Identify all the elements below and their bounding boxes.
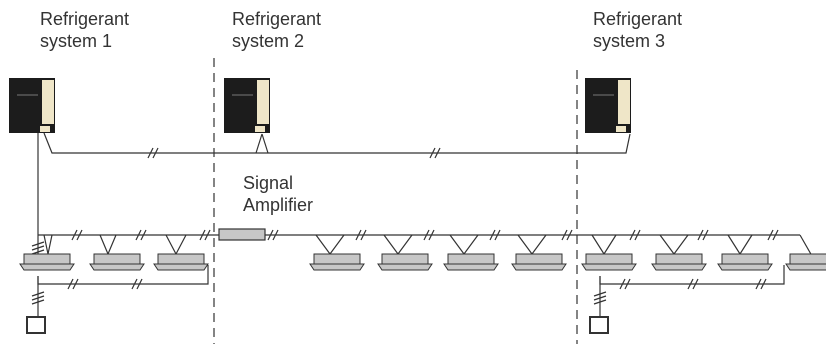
indoor-unit [785,253,826,271]
drop-wire [383,234,413,256]
drop-wire [449,234,479,256]
outdoor-unit-2-link [255,133,263,154]
indoor-unit [443,253,499,271]
drop-wire [99,234,117,256]
system-1-label: Refrigerant system 1 [40,8,129,52]
outdoor-unit-3 [585,78,631,133]
outdoor-communication-line [43,132,631,154]
outdoor-unit-2 [224,78,270,133]
indoor-unit [581,253,637,271]
outdoor-unit-2-link-return [261,133,269,154]
system-3-label-line2: system 3 [593,31,666,51]
indoor-bus-lower-system-3 [599,265,785,285]
system-2-label-line1: Refrigerant [232,9,322,29]
drop-wire [591,234,617,256]
signal-amplifier-label: Signal Amplifier [243,172,313,216]
drop-wire [517,234,547,256]
indoor-unit [309,253,365,271]
system-3-label-line1: Refrigerant [593,9,683,29]
remote-controller-1 [26,316,46,334]
signal-amplifier-label-line2: Amplifier [243,195,314,215]
outdoor-unit-1 [9,78,55,133]
indoor-unit [511,253,567,271]
drop-wire [315,234,345,256]
indoor-unit [717,253,773,271]
break-marks [31,147,779,305]
drop-wire [165,234,187,256]
signal-amplifier-label-line1: Signal [243,173,294,193]
indoor-unit [153,253,209,271]
system-1-label-line1: Refrigerant [40,9,130,29]
indoor-bus-end-drop [799,234,813,257]
indoor-unit [19,253,75,271]
system-1-label-line2: system 1 [40,31,113,51]
indoor-unit [651,253,707,271]
drop-wire [659,234,689,256]
drop-wire [43,234,53,255]
system-3-label: Refrigerant system 3 [593,8,682,52]
system-2-label: Refrigerant system 2 [232,8,321,52]
drop-wire [727,234,753,256]
signal-amplifier-box [218,228,266,241]
remote-controller-3 [589,316,609,334]
system-2-label-line2: system 2 [232,31,305,51]
indoor-unit [377,253,433,271]
indoor-bus-lower-system-1 [37,265,209,285]
indoor-unit [89,253,145,271]
